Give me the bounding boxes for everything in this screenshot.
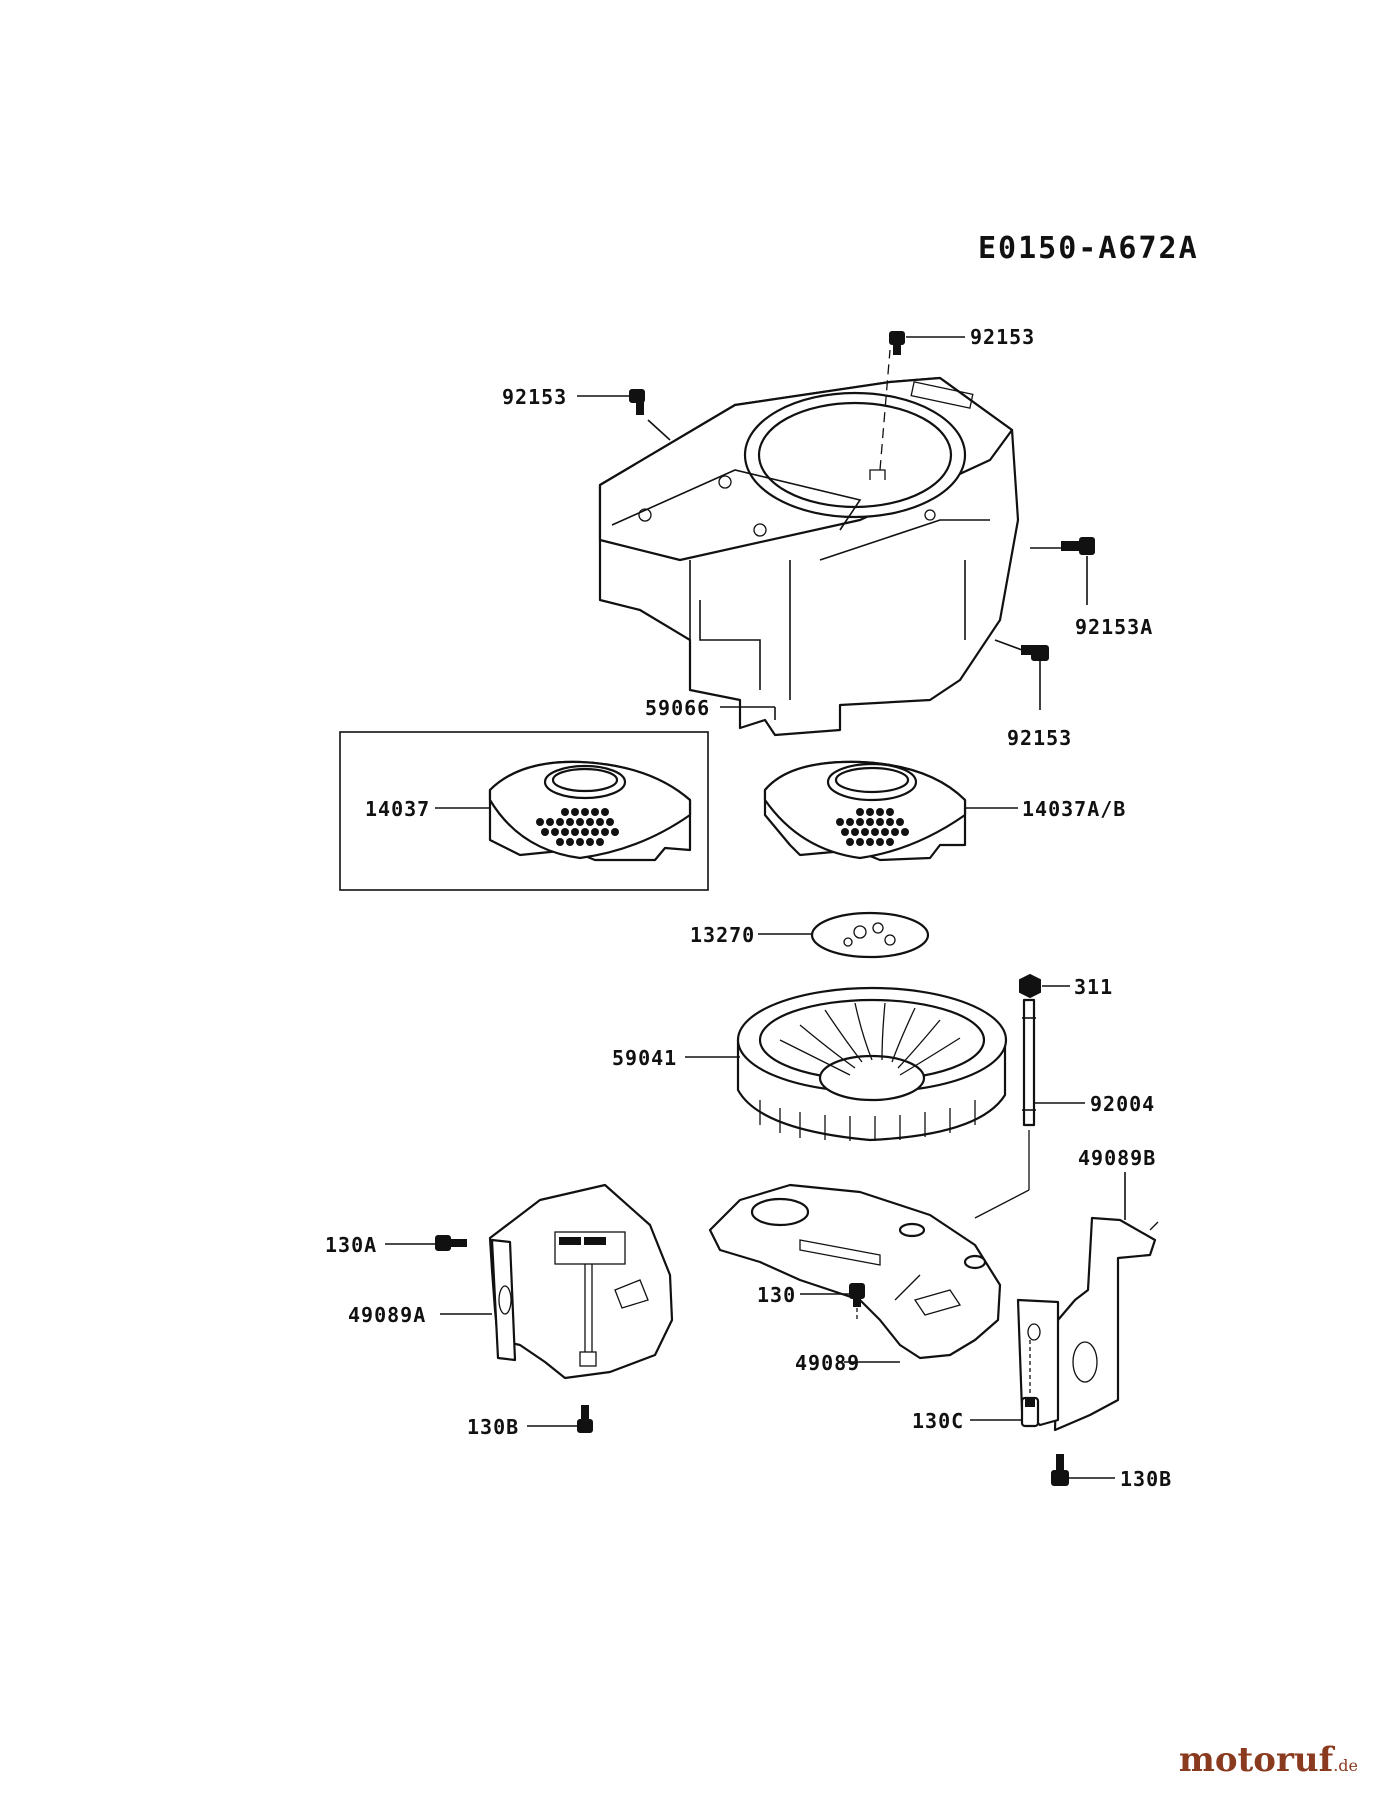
watermark-tld: .de bbox=[1333, 1756, 1358, 1775]
diagram-code: E0150-A672A bbox=[978, 231, 1199, 266]
motoruf-watermark: motoruf.de bbox=[1179, 1740, 1358, 1780]
label-311: 311 bbox=[1074, 975, 1113, 999]
cover-49089a-drawing bbox=[488, 1183, 674, 1380]
bolt-130b-left-drawing bbox=[577, 1405, 593, 1433]
label-14037ab: 14037A/B bbox=[1022, 797, 1126, 821]
alternative-part-box bbox=[339, 731, 709, 891]
label-130c: 130C bbox=[912, 1409, 964, 1433]
blower-housing-drawing bbox=[598, 349, 1020, 737]
label-92153-top: 92153 bbox=[970, 325, 1035, 349]
plate-13270-drawing bbox=[810, 911, 930, 959]
label-59066: 59066 bbox=[645, 696, 710, 720]
bolt-92153a-drawing bbox=[1030, 537, 1095, 555]
bolt-92153-left-drawing bbox=[629, 389, 671, 441]
bolt-92153-lower-drawing bbox=[994, 639, 1049, 661]
leader-lines bbox=[385, 336, 1126, 1479]
label-92153a: 92153A bbox=[1075, 615, 1153, 639]
bolt-130-drawing bbox=[849, 1283, 865, 1320]
watermark-brand: motoruf bbox=[1178, 1740, 1334, 1780]
baffle-49089-drawing bbox=[708, 1183, 1002, 1360]
bolt-130b-right-drawing bbox=[1051, 1454, 1069, 1486]
stud-92004-drawing bbox=[974, 998, 1036, 1219]
label-130a: 130A bbox=[325, 1233, 377, 1257]
bolt-130c-drawing bbox=[1020, 1340, 1040, 1428]
bolt-92153-top-drawing bbox=[889, 331, 905, 355]
label-49089: 49089 bbox=[795, 1351, 860, 1375]
screen-14037-drawing bbox=[488, 760, 692, 862]
label-92153-lower: 92153 bbox=[1007, 726, 1072, 750]
cover-49089b-drawing bbox=[1016, 1216, 1159, 1432]
label-14037: 14037 bbox=[365, 797, 430, 821]
label-49089b: 49089B bbox=[1078, 1146, 1156, 1170]
label-59041: 59041 bbox=[612, 1046, 677, 1070]
bolt-130a-drawing bbox=[435, 1235, 467, 1251]
fan-59041-drawing bbox=[736, 986, 1008, 1142]
label-92153-left: 92153 bbox=[502, 385, 567, 409]
label-92004: 92004 bbox=[1090, 1092, 1155, 1116]
screen-14037ab-drawing bbox=[763, 760, 967, 862]
label-13270: 13270 bbox=[690, 923, 755, 947]
label-130b-left: 130B bbox=[467, 1415, 519, 1439]
nut-311-drawing bbox=[1019, 973, 1041, 999]
label-49089a: 49089A bbox=[348, 1303, 426, 1327]
label-130: 130 bbox=[757, 1283, 796, 1307]
label-130b-right: 130B bbox=[1120, 1467, 1172, 1491]
